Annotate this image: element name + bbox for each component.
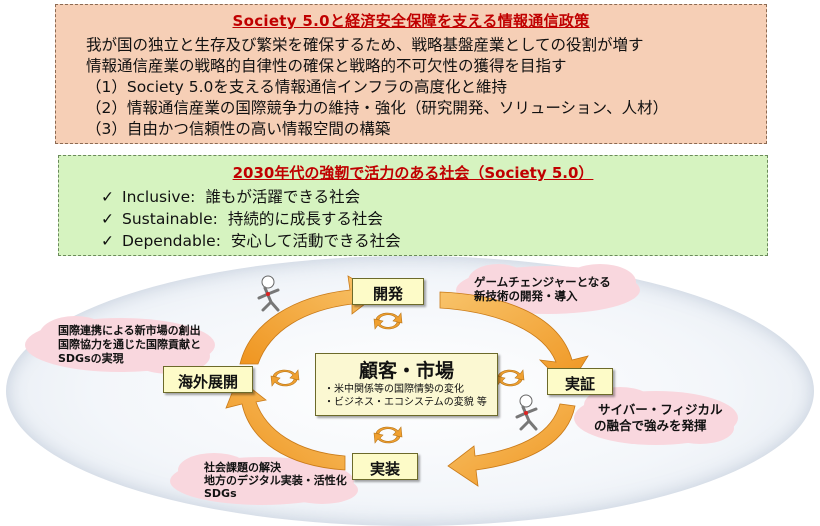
center-note: ・ビジネス・エコシステムの変貌 等	[324, 397, 487, 408]
cloud-bottom-left	[170, 453, 358, 505]
refresh-icon	[495, 369, 525, 387]
vision-item: ✓ Inclusive: 誰もが活躍できる社会	[101, 186, 401, 208]
cloud-text-right: サイバー・フィジカル の融合で強みを発揮	[594, 402, 723, 434]
runner-icon	[257, 275, 280, 312]
policy-line: 我が国の独立と生存及び繁栄を確保するため、戦略基盤産業としての役割が増す	[86, 36, 644, 54]
runner-icon	[515, 394, 538, 431]
stage-verification: 実証	[547, 368, 613, 395]
cloud-line: SDGsの実現	[58, 352, 124, 365]
check-icon: ✓	[101, 188, 114, 206]
cloud-line: 国際連携による新市場の創出	[58, 324, 201, 337]
policy-line: （3）自由かつ信頼性の高い情報空間の構築	[86, 120, 391, 138]
policy-title: Society 5.0と経済安全保障を支える情報通信政策	[232, 12, 590, 30]
refresh-icon	[270, 369, 300, 387]
cloud-line: 国際協力を通じた国際貢献と	[58, 338, 201, 351]
cloud-right	[574, 387, 738, 445]
cloud-line: ゲームチェンジャーとなる	[474, 275, 611, 289]
vision-item: ✓ Sustainable: 持続的に成長する社会	[101, 208, 401, 230]
vision-item-text: 誰もが活躍できる社会	[205, 188, 361, 206]
cloud-line: サイバー・フィジカル	[598, 402, 723, 417]
cloud-line: の融合で強みを発揮	[594, 418, 707, 433]
policy-line: 情報通信産業の戦略的自律性の確保と戦略的不可欠性の獲得を目指す	[86, 57, 567, 75]
center-note: ・米中関係等の国際情勢の変化	[324, 384, 464, 395]
vision-items: ✓ Inclusive: 誰もが活躍できる社会 ✓ Sustainable: 持続的に成…	[101, 186, 401, 252]
vision-item-text: 持続的に成長する社会	[227, 210, 383, 228]
vision-title: 2030年代の強靭で活力のある社会（Society 5.0）	[232, 164, 594, 182]
vision-item: ✓ Dependable: 安心して活動できる社会	[101, 230, 401, 252]
cloud-line: 社会課題の解決	[204, 461, 281, 474]
center-title: 顧客・市場	[358, 360, 454, 382]
stage-implementation: 実装	[352, 453, 418, 480]
arrow-verify-to-impl	[447, 403, 576, 487]
cloud-line: SDGs	[204, 487, 237, 500]
cloud-left	[25, 316, 215, 374]
vision-item-label: Dependable:	[122, 232, 221, 250]
policy-line: （1）Society 5.0を支える情報通信インフラの高度化と維持	[86, 78, 507, 96]
cloud-text-bottom-left: 社会課題の解決 地方のデジタル実装・活性化 SDGs	[204, 461, 347, 500]
vision-box: 2030年代の強靭で活力のある社会（Society 5.0） ✓ Inclusiv…	[58, 155, 768, 256]
vision-item-label: Sustainable:	[122, 210, 218, 228]
cloud-text-top-right: ゲームチェンジャーとなる 新技術の開発・導入	[474, 275, 611, 303]
cloud-line: 新技術の開発・導入	[474, 289, 578, 303]
check-icon: ✓	[101, 210, 114, 228]
cloud-text-left: 国際連携による新市場の創出 国際協力を通じた国際貢献と SDGsの実現	[58, 324, 201, 366]
stage-development: 開発	[352, 278, 424, 305]
vision-item-text: 安心して活動できる社会	[230, 232, 401, 250]
check-icon: ✓	[101, 232, 114, 250]
policy-lines: 我が国の独立と生存及び繁栄を確保するため、戦略基盤産業としての役割が増す 情報通…	[86, 35, 668, 140]
refresh-icon	[373, 312, 403, 330]
customer-market-box: 顧客・市場 ・米中関係等の国際情勢の変化 ・ビジネス・エコシステムの変貌 等	[315, 353, 498, 416]
cloud-line: 地方のデジタル実装・活性化	[204, 474, 347, 487]
refresh-icon	[373, 426, 403, 444]
vision-item-label: Inclusive:	[122, 188, 196, 206]
policy-line: （2）情報通信産業の国際競争力の維持・強化（研究開発、ソリューション、人材）	[86, 99, 669, 117]
policy-box: Society 5.0と経済安全保障を支える情報通信政策 我が国の独立と生存及び…	[55, 4, 767, 144]
stage-overseas: 海外展開	[163, 366, 253, 393]
